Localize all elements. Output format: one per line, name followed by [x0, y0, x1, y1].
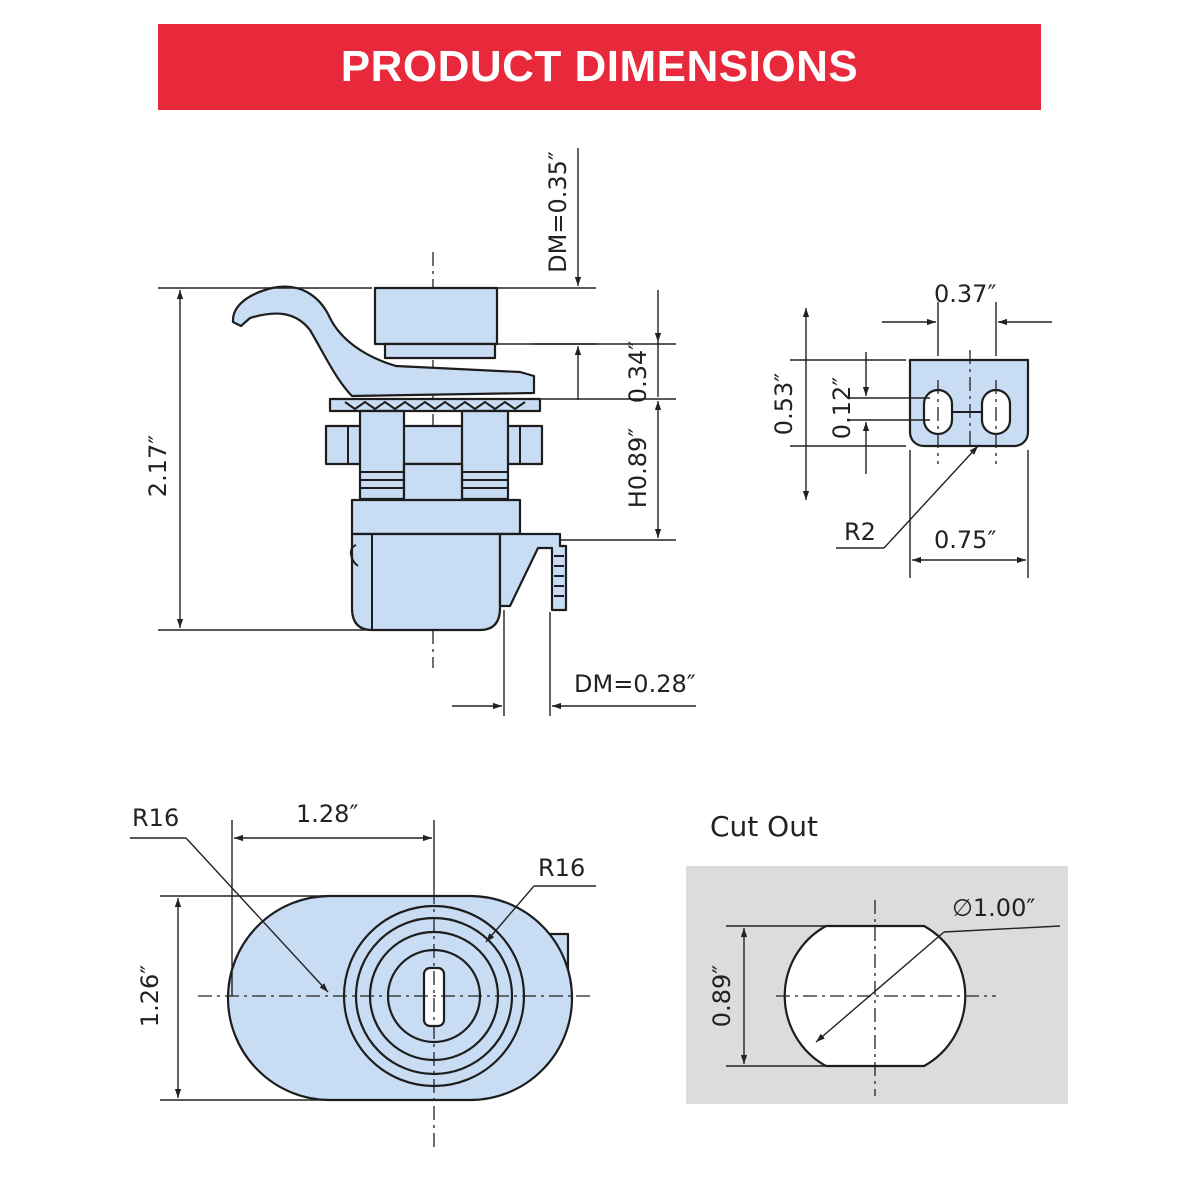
dim-slot-spacing: 0.37″	[934, 280, 996, 308]
header-banner: PRODUCT DIMENSIONS	[158, 24, 1041, 110]
push-button	[373, 286, 499, 346]
dim-lever-height: 0.34″	[624, 341, 652, 403]
dim-slot-radius: R2	[844, 518, 876, 546]
dim-cutout-diameter: ∅1.00″	[952, 894, 1035, 922]
thread-left	[358, 409, 406, 501]
dim-radius-right: R16	[538, 854, 585, 882]
lock-body	[350, 498, 522, 536]
cutout-view: Cut Out 0.89″ ∅1.00″	[686, 810, 1068, 1104]
cam-view: 0.37″ 0.53″ 0.12″ R2 0.75″	[770, 280, 1052, 578]
dim-total-height: 2.17″	[144, 435, 172, 497]
cutout-title: Cut Out	[710, 810, 818, 843]
button-collar	[383, 342, 497, 360]
top-view: 1.28″ R16 R16 1.26″	[130, 800, 596, 1150]
dim-cam-thickness: DM=0.28″	[574, 670, 696, 698]
dim-cutout-height: 0.89″	[708, 965, 736, 1027]
dim-cam-width: 0.75″	[934, 526, 996, 554]
dim-button-height: DM=0.35″	[544, 151, 572, 273]
dim-top-height: 1.26″	[136, 965, 164, 1027]
dim-radius-left: R16	[132, 804, 179, 832]
lock-housing	[350, 532, 502, 632]
dim-top-width: 1.28″	[296, 800, 358, 828]
cutout-shape	[783, 924, 967, 1068]
front-view: 2.17″ DM=0.35″ 0.34″ H0.89″ DM=0.28″	[144, 148, 696, 716]
page-title: PRODUCT DIMENSIONS	[340, 42, 859, 91]
lock-washer	[328, 397, 542, 413]
cam	[498, 532, 568, 612]
dim-cam-height: 0.53″	[770, 373, 798, 435]
dim-body-height: H0.89″	[624, 428, 652, 508]
dim-slot-width: 0.12″	[828, 377, 856, 439]
mounting-nut	[324, 424, 544, 466]
thread-right	[460, 409, 510, 501]
